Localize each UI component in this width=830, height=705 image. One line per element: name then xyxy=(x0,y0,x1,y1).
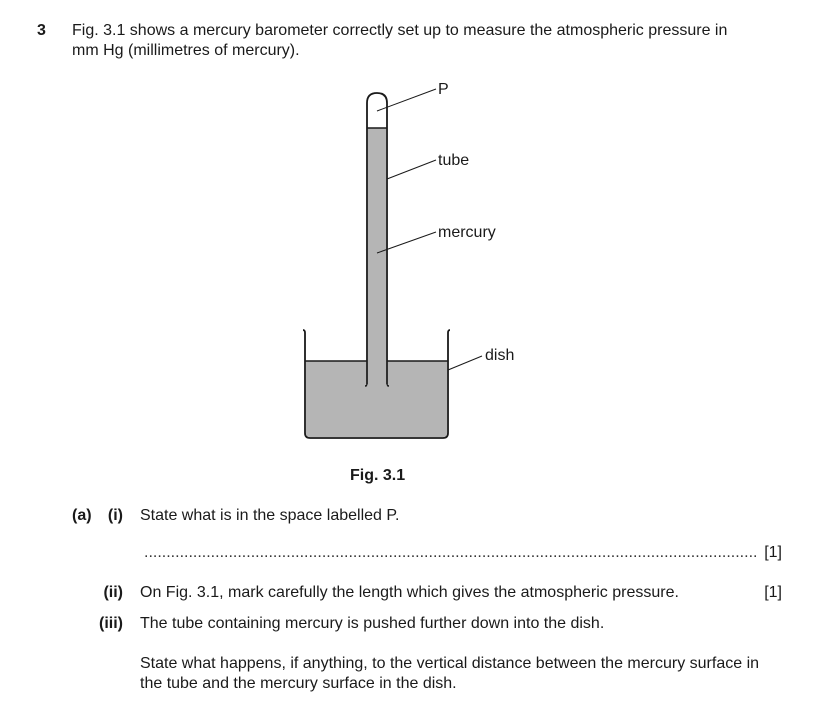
part-ii-question: On Fig. 3.1, mark carefully the length w… xyxy=(140,584,679,601)
question-intro: Fig. 3.1 shows a mercury barometer corre… xyxy=(72,21,784,61)
leader-p xyxy=(376,88,437,112)
tube-mercury-column xyxy=(368,128,386,386)
part-iii-instruction: State what happens, if anything, to the … xyxy=(140,655,760,692)
leader-mercury xyxy=(376,231,437,254)
part-iii-label: (iii) xyxy=(99,615,123,632)
part-i-label: (i) xyxy=(107,507,123,524)
intro-line-2: mm Hg (millimetres of mercury). xyxy=(72,42,300,59)
label-mercury: mercury xyxy=(438,224,496,241)
part-a-label: (a) xyxy=(72,507,92,524)
question-number: 3 xyxy=(37,22,46,39)
part-i-question: State what is in the space labelled P. xyxy=(140,507,400,524)
label-tube: tube xyxy=(438,152,470,169)
dish-outline xyxy=(302,329,451,439)
answer-line-i[interactable]: ........................................… xyxy=(144,544,756,561)
dish-mercury xyxy=(306,361,447,437)
leader-dish xyxy=(447,355,483,371)
figure-caption: Fig. 3.1 xyxy=(350,467,406,484)
leader-tube xyxy=(386,159,437,180)
label-dish: dish xyxy=(485,347,515,364)
part-ii-label: (ii) xyxy=(103,584,123,601)
marks-i: [1] xyxy=(764,544,782,561)
tube-outline xyxy=(366,92,388,384)
intro-line-1: Fig. 3.1 shows a mercury barometer corre… xyxy=(72,22,728,39)
part-iii-question: The tube containing mercury is pushed fu… xyxy=(140,615,605,632)
label-p: P xyxy=(438,81,449,98)
marks-ii: [1] xyxy=(764,584,782,601)
